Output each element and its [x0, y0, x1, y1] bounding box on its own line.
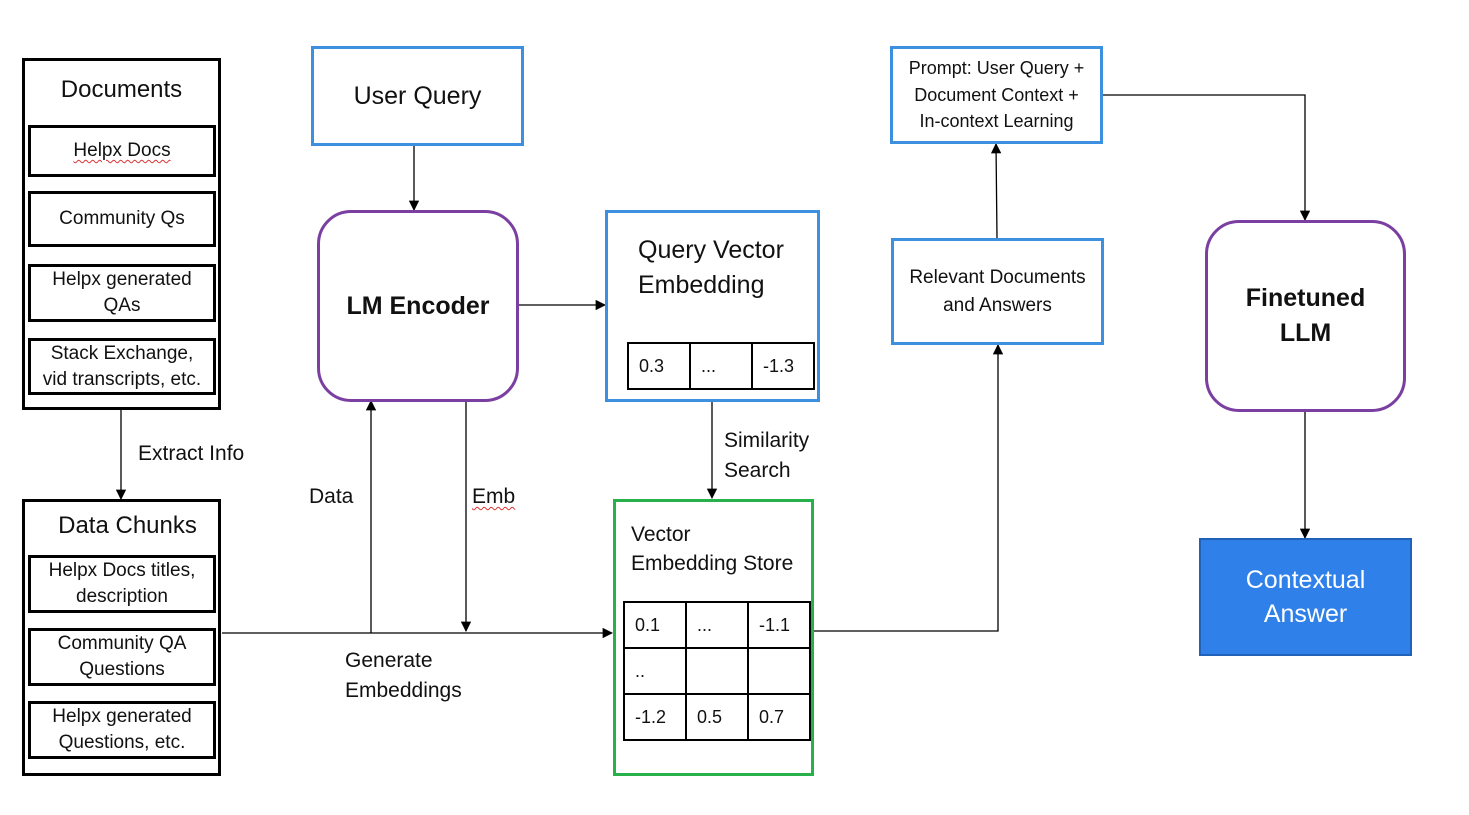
store-cell: ... [685, 601, 749, 649]
lm-encoder-label: LM Encoder [346, 291, 490, 320]
arrow-store-to-relevant [814, 343, 1004, 632]
prompt-box: Prompt: User Query + Document Context + … [890, 46, 1103, 144]
finetuned-llm-box: Finetuned LLM [1205, 220, 1406, 412]
documents-item-community-qs: Community Qs [28, 191, 216, 247]
chunks-item-community-qa: Community QA Questions [28, 628, 216, 686]
generate-embeddings-label: Generate Embeddings [345, 649, 462, 703]
store-cell [685, 647, 749, 695]
documents-group: Documents [22, 58, 221, 410]
documents-item-helpx-generated-qas: Helpx generated QAs [28, 264, 216, 322]
query-vector-cell: -1.3 [751, 342, 815, 390]
data-chunks-group: Data Chunks [22, 499, 221, 776]
prompt-label: Prompt: User Query + Document Context + … [908, 58, 1085, 132]
extract-info-label: Extract Info [138, 442, 245, 465]
store-cell: 0.5 [685, 693, 749, 741]
contextual-answer-label: Contextual Answer [1245, 565, 1366, 629]
data-chunks-title: Data Chunks [58, 512, 197, 539]
chunks-item-helpx-docs-titles: Helpx Docs titles, description [28, 555, 216, 613]
query-vector-cell: 0.3 [627, 342, 691, 390]
query-vector-box: Query Vector Embedding 0.3 ... -1.3 [605, 210, 820, 402]
contextual-answer-box: Contextual Answer [1199, 538, 1412, 656]
relevant-documents-box: Relevant Documents and Answers [891, 238, 1104, 345]
vector-store-box: Vector Embedding Store 0.1 ... -1.1 .. -… [613, 499, 814, 776]
vector-store-table: 0.1 ... -1.1 .. -1.2 0.5 0.7 [623, 601, 811, 741]
lm-encoder-box: LM Encoder [317, 210, 519, 402]
similarity-search-label: Similarity Search [724, 429, 810, 483]
store-cell: 0.1 [623, 601, 687, 649]
user-query-label: User Query [353, 81, 482, 110]
documents-item-stack-exchange: Stack Exchange, vid transcripts, etc. [28, 338, 216, 395]
store-cell: -1.2 [623, 693, 687, 741]
store-cell: 0.7 [747, 693, 811, 741]
store-cell [747, 647, 811, 695]
finetuned-llm-label: Finetuned LLM [1245, 284, 1366, 347]
documents-item-helpx-docs: Helpx Docs [28, 125, 216, 177]
relevant-documents-label: Relevant Documents and Answers [909, 266, 1086, 316]
query-vector-table: 0.3 ... -1.3 [627, 342, 815, 390]
arrow-relevant-to-prompt [990, 142, 1002, 239]
store-cell: -1.1 [747, 601, 811, 649]
user-query-box: User Query [311, 46, 524, 146]
chunks-item-helpx-generated-questions: Helpx generated Questions, etc. [28, 701, 216, 759]
query-vector-title: Query Vector Embedding [638, 236, 784, 299]
arrow-prompt-to-llm [1102, 94, 1311, 222]
query-vector-cell: ... [689, 342, 753, 390]
emb-label: Emb [472, 485, 516, 508]
data-label: Data [309, 485, 354, 508]
documents-title: Documents [60, 76, 183, 103]
vector-store-title: Vector Embedding Store [631, 523, 794, 576]
store-cell: .. [623, 647, 687, 695]
